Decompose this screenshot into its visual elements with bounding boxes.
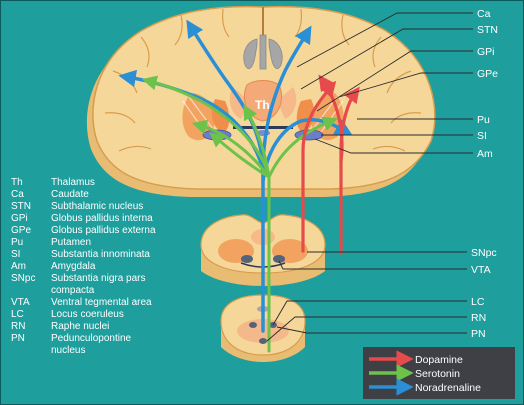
key-name: nucleus <box>51 345 85 356</box>
coronal-brain-section <box>86 5 436 198</box>
key-name: Globus pallidus externa <box>51 225 156 236</box>
serotonin-pathway <box>141 75 338 353</box>
label-si: SI <box>477 130 487 142</box>
key-name: Substantia innominata <box>51 249 150 260</box>
key-abbr: RN <box>11 321 25 332</box>
key-name: Raphe nuclei <box>51 321 109 332</box>
dopamine-pathway <box>301 74 360 255</box>
label-pn: PN <box>471 328 486 340</box>
label-snpc: SNpc <box>471 247 497 259</box>
thalamus-label: Th <box>255 98 270 112</box>
key-name: Globus pallidus interna <box>51 213 153 224</box>
key-abbr: SNpc <box>11 273 35 284</box>
label-am: Am <box>477 148 493 160</box>
key-abbr: LC <box>11 309 24 320</box>
label-ca: Ca <box>477 8 491 20</box>
key-name: Subthalamic nucleus <box>51 201 143 212</box>
label-vta: VTA <box>471 264 491 276</box>
label-stn: STN <box>477 24 498 36</box>
leader-lines <box>266 12 473 342</box>
key-name: Pedunculopontine <box>51 333 132 344</box>
label-rn: RN <box>471 312 486 324</box>
legend-item-noradrenaline: Noradrenaline <box>369 378 481 396</box>
key-name: Putamen <box>51 237 91 248</box>
key-abbr: STN <box>11 201 31 212</box>
legend-item-dopamine: Dopamine <box>369 350 463 368</box>
key-name: Locus coeruleus <box>51 309 124 320</box>
key-abbr: Pu <box>11 237 23 248</box>
key-name: Thalamus <box>51 177 95 188</box>
label-pu: Pu <box>477 114 490 126</box>
key-abbr: Ca <box>11 189 24 200</box>
key-name: Amygdala <box>51 261 96 272</box>
label-lc: LC <box>471 296 485 308</box>
abbreviation-key: Th Thalamus Ca Caudate STN Subthalamic n… <box>11 177 156 356</box>
legend-label: Dopamine <box>415 354 463 366</box>
label-gpe: GPe <box>477 68 498 80</box>
key-abbr: GPi <box>11 213 28 224</box>
key-name: Ventral tegmental area <box>51 297 152 308</box>
key-name: compacta <box>51 285 95 296</box>
legend-item-serotonin: Serotonin <box>369 364 460 382</box>
key-name: Caudate <box>51 189 89 200</box>
key-abbr: GPe <box>11 225 31 236</box>
legend: Dopamine Serotonin Noradrenaline <box>363 347 515 399</box>
key-name: Substantia nigra pars <box>51 273 146 284</box>
label-gpi: GPi <box>477 46 495 58</box>
key-abbr: Th <box>11 177 23 188</box>
key-abbr: VTA <box>11 297 30 308</box>
key-abbr: Am <box>11 261 26 272</box>
structure-labels: Ca STN GPi GPe Pu SI Am SNpc VTA LC RN P… <box>471 8 498 340</box>
key-abbr: SI <box>11 249 20 260</box>
key-abbr: PN <box>11 333 25 344</box>
legend-label: Serotonin <box>415 368 460 380</box>
legend-label: Noradrenaline <box>415 382 481 394</box>
